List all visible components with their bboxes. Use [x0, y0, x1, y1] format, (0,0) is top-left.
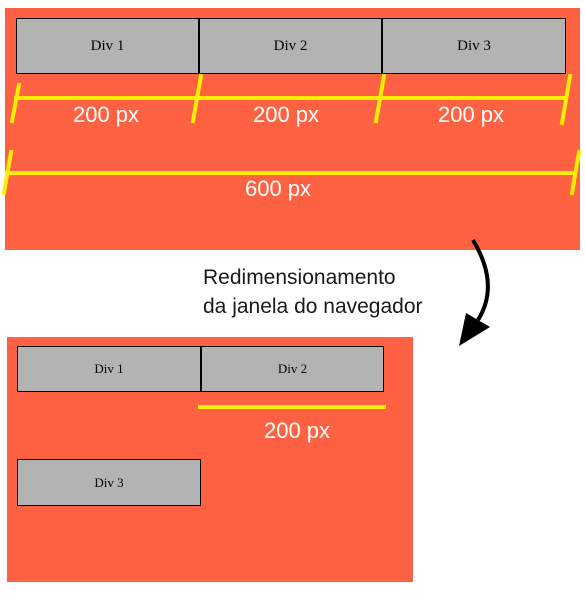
top-div-2: Div 2 — [199, 18, 382, 74]
total-width-label: 600 px — [244, 176, 312, 201]
top-div-3: Div 3 — [382, 18, 566, 74]
resize-arrow-icon — [459, 238, 490, 346]
tick-div-2-right — [373, 73, 387, 124]
bottom-width-label: 200 px — [263, 418, 331, 443]
tick-div-1-left — [9, 82, 22, 124]
narrow-window-panel: Div 1 Div 2 Div 3 200 px — [7, 337, 413, 582]
resize-arrow-curve — [471, 238, 490, 322]
bottom-div-3: Div 3 — [17, 459, 201, 506]
top-div-1: Div 1 — [16, 18, 199, 74]
tick-div-3-right — [559, 73, 573, 126]
tick-total-left — [1, 149, 14, 196]
width-label-div-3: 200 px — [437, 102, 505, 127]
wide-window-panel: Div 1 Div 2 Div 3 200 px 200 px 200 px 6… — [5, 8, 580, 250]
tick-div-1-right — [190, 73, 204, 124]
caption-line-2: da janela do navegador — [203, 295, 423, 318]
bottom-div-1: Div 1 — [17, 346, 201, 392]
tick-total-right — [569, 149, 582, 196]
width-label-div-1: 200 px — [72, 102, 140, 127]
width-label-div-2: 200 px — [252, 102, 320, 127]
caption-line-1: Redimensionamento — [203, 266, 396, 289]
bottom-div-2: Div 2 — [201, 346, 384, 392]
resize-caption: Redimensionamento da janela do navegador — [203, 263, 423, 321]
resize-arrow-head — [459, 313, 490, 346]
